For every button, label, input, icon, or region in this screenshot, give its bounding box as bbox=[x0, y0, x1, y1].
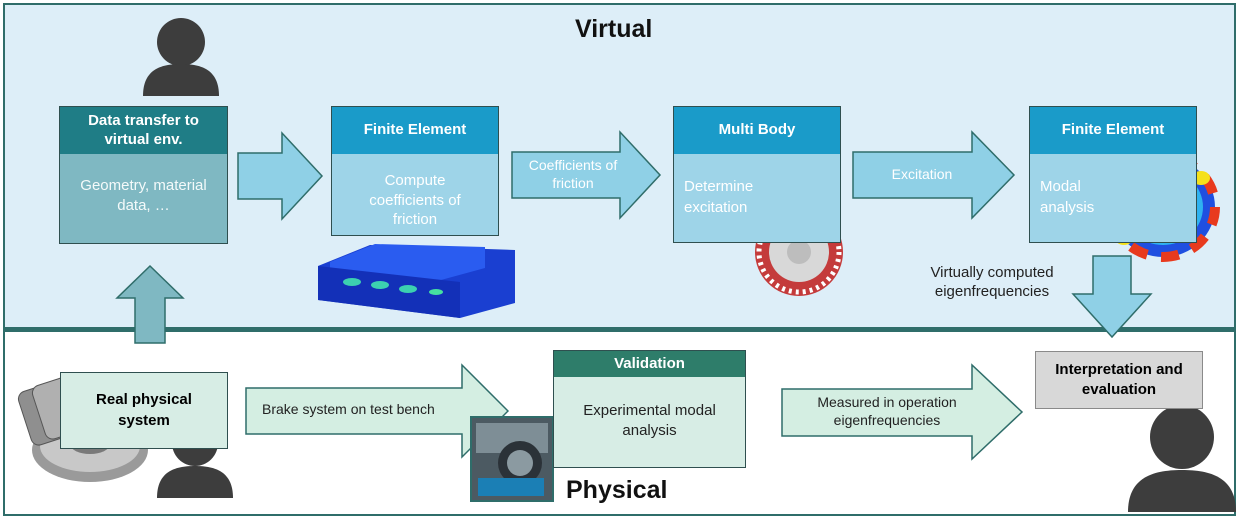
multi-body-box: Multi Body Determine excitation bbox=[673, 106, 841, 243]
multi-body-body: Determine excitation bbox=[684, 178, 754, 216]
real-system-label: Real physical system bbox=[96, 391, 192, 429]
fe-modal-body: Modal analysis bbox=[1040, 178, 1095, 216]
measured-arrow-label: Measured in operation eigenfrequencies bbox=[817, 394, 957, 428]
validation-header: Validation bbox=[554, 351, 745, 377]
friction-plate-illustration bbox=[318, 244, 515, 318]
bench-arrow-label: Brake system on test bench bbox=[262, 401, 435, 417]
physical-title: Physical bbox=[566, 476, 668, 504]
arrow-up-to-virtual bbox=[115, 264, 185, 344]
real-system-box: Real physical system bbox=[60, 372, 228, 449]
virtual-eigen-label: Virtually computed eigenfrequencies bbox=[930, 264, 1054, 300]
fe-modal-box: Finite Element Modal analysis bbox=[1029, 106, 1197, 243]
interpretation-label: Interpretation and evaluation bbox=[1055, 360, 1183, 398]
data-transfer-body: Geometry, material data, … bbox=[80, 177, 207, 214]
arrow-to-fe bbox=[237, 131, 324, 221]
fe-friction-body: Compute coefficients of friction bbox=[369, 172, 461, 228]
coefficients-arrow-label: Coefficients of friction bbox=[528, 157, 618, 191]
arrow-coefficients bbox=[511, 130, 662, 220]
arrow-measured bbox=[781, 363, 1024, 461]
test-bench-photo bbox=[470, 416, 554, 502]
fe-modal-header: Finite Element bbox=[1030, 107, 1196, 154]
excitation-arrow-label: Excitation bbox=[891, 166, 953, 182]
validation-body: Experimental modal analysis bbox=[583, 402, 716, 440]
person-icon-virtual bbox=[143, 18, 219, 96]
fe-friction-header: Finite Element bbox=[332, 107, 498, 154]
arrow-down-to-interpretation bbox=[1071, 255, 1153, 339]
data-transfer-box: Data transfer to virtual env. Geometry, … bbox=[59, 106, 228, 244]
data-transfer-header: Data transfer to virtual env. bbox=[60, 107, 227, 154]
multi-body-header: Multi Body bbox=[674, 107, 840, 154]
validation-box: Validation Experimental modal analysis bbox=[553, 350, 746, 468]
interpretation-box: Interpretation and evaluation bbox=[1035, 351, 1203, 409]
arrow-excitation bbox=[852, 130, 1016, 220]
fe-friction-box: Finite Element Compute coefficients of f… bbox=[331, 106, 499, 236]
virtual-title: Virtual bbox=[575, 15, 653, 43]
person-icon-evaluator bbox=[1128, 405, 1236, 512]
